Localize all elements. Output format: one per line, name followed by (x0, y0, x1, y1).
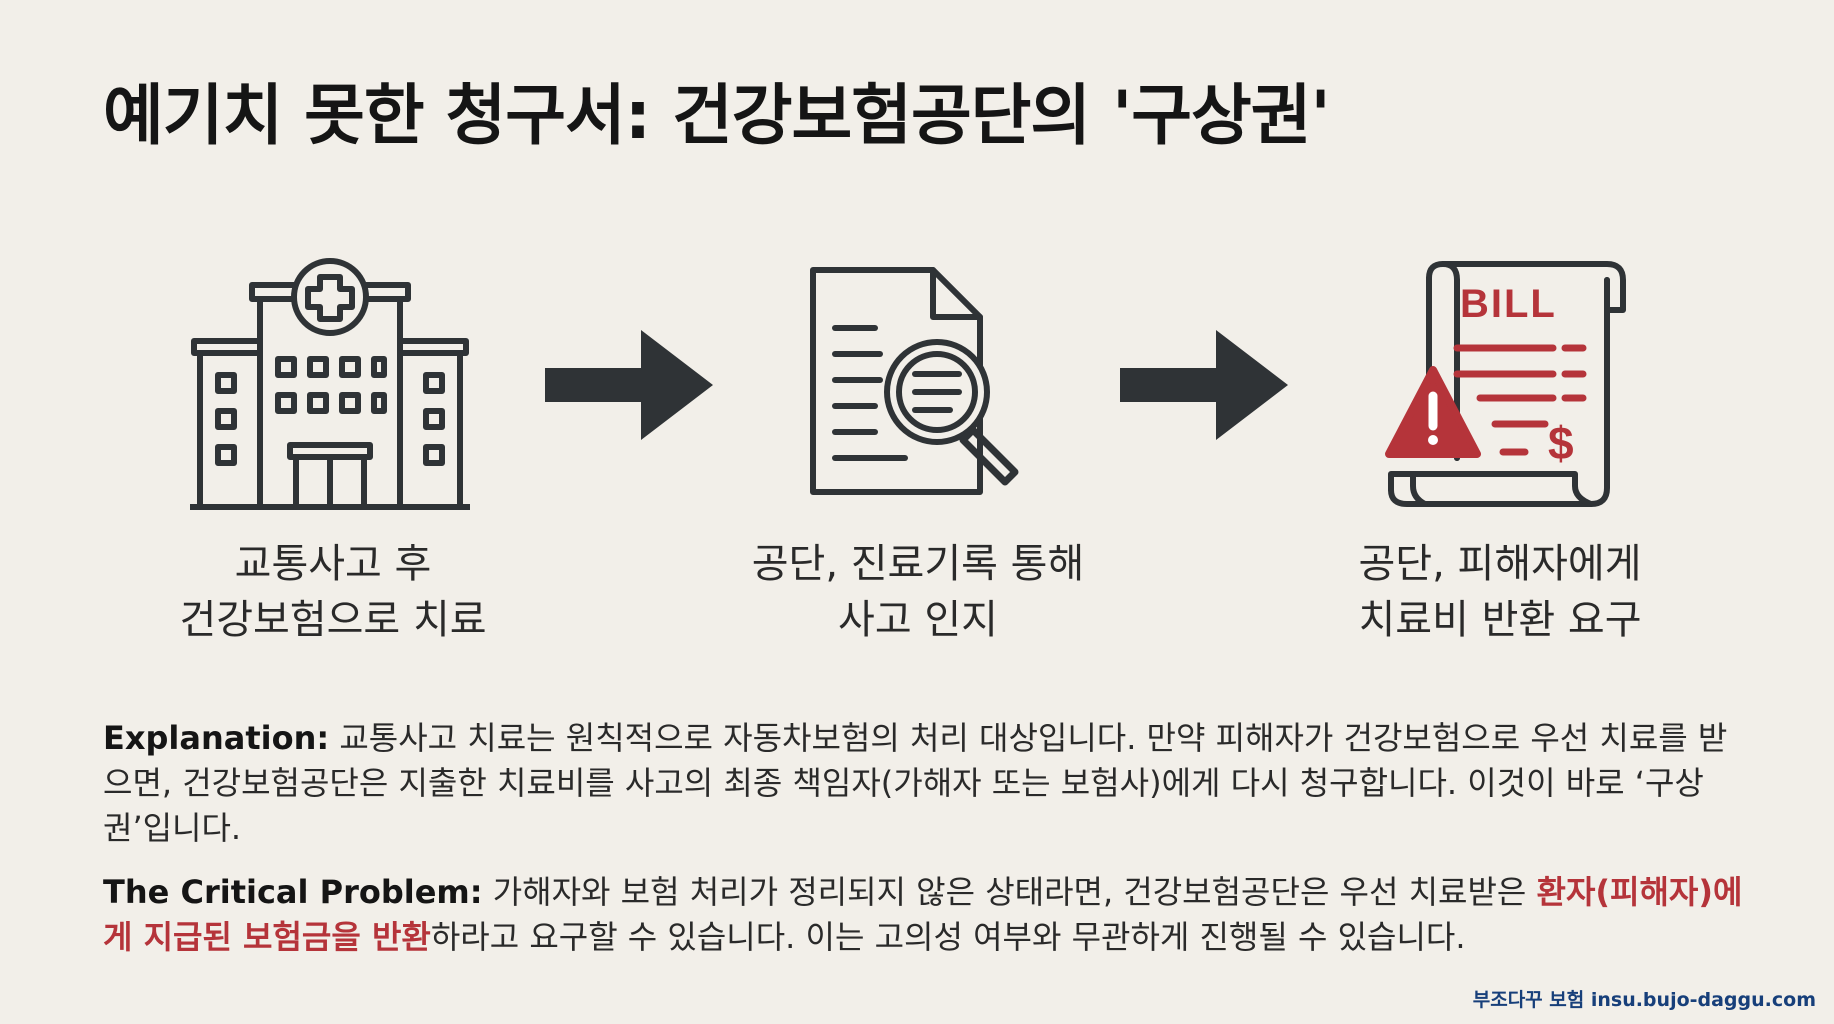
problem-text-after: 하라고 요구할 수 있습니다. 이는 고의성 여부와 무관하게 진행될 수 있습… (430, 918, 1466, 956)
dollar-sign: $ (1548, 417, 1574, 469)
problem-label: The Critical Problem: (103, 873, 483, 911)
bill-warning-icon: BILL $ (1385, 258, 1630, 508)
step-3-line-2: 치료비 반환 요구 (1358, 597, 1642, 643)
document-search-icon (805, 262, 1035, 502)
bill-label: BILL (1460, 282, 1557, 326)
explanation-label: Explanation: (103, 719, 330, 757)
footer-watermark: 부조다꾸 보험 insu.bujo-daggu.com (1472, 989, 1816, 1011)
step-1-line-1: 교통사고 후 (234, 541, 432, 587)
arrow-right-icon (545, 330, 715, 440)
hospital-icon (190, 255, 470, 510)
page-title: 예기치 못한 청구서: 건강보험공단의 '구상권' (103, 77, 1331, 154)
explanation-paragraph: Explanation: 교통사고 치료는 원칙적으로 자동차보험의 처리 대상… (103, 716, 1743, 851)
step-3-caption: 공단, 피해자에게 치료비 반환 요구 (1290, 536, 1710, 648)
step-1-caption: 교통사고 후 건강보험으로 치료 (123, 536, 543, 648)
problem-highlight: 환자(피해자)에게 지급된 보험금을 반환 (103, 873, 1743, 956)
problem-paragraph: The Critical Problem: 가해자와 보험 처리가 정리되지 않… (103, 870, 1743, 960)
step-2-caption: 공단, 진료기록 통해 사고 인지 (708, 536, 1128, 648)
arrow-right-icon (1120, 330, 1290, 440)
problem-text-before: 가해자와 보험 처리가 정리되지 않은 상태라면, 건강보험공단은 우선 치료받… (482, 873, 1537, 911)
step-2-line-2: 사고 인지 (838, 597, 998, 643)
step-2-line-1: 공단, 진료기록 통해 (751, 541, 1085, 587)
explanation-text: 교통사고 치료는 원칙적으로 자동차보험의 처리 대상입니다. 만약 피해자가 … (103, 719, 1728, 847)
step-3-line-1: 공단, 피해자에게 (1358, 541, 1642, 587)
step-1-line-2: 건강보험으로 치료 (179, 597, 487, 643)
